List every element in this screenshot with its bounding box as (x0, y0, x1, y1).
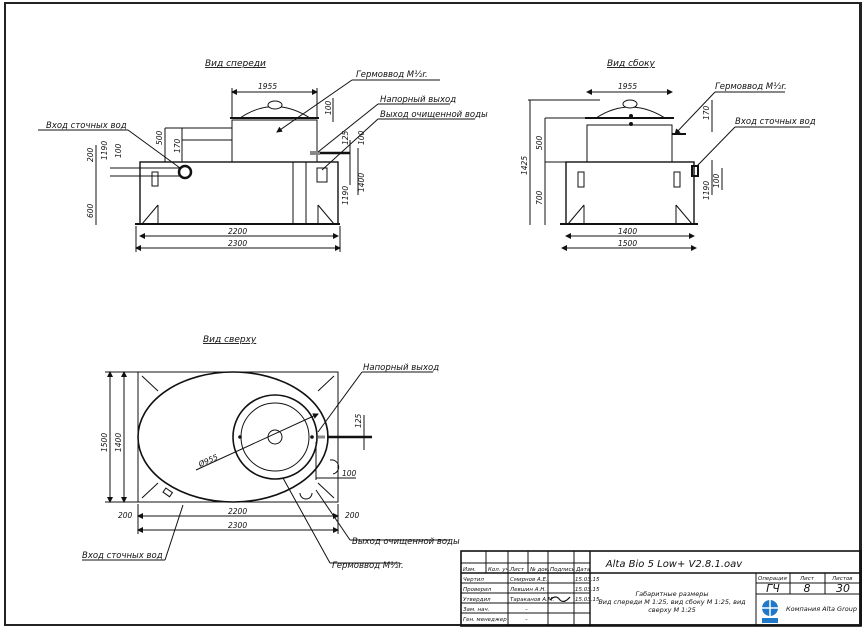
front-cap-knob (267, 100, 283, 110)
front-dim-press-b: 100 (357, 130, 366, 145)
top-dim-press-off: 125 (354, 413, 363, 428)
col-header-izm: Изм. (463, 567, 476, 573)
top-pressure-outlet-label: Напорный выход (363, 363, 439, 373)
row-date: 15.03.15 (575, 587, 600, 593)
sheets-value: 30 (836, 582, 850, 595)
front-body (139, 161, 339, 225)
front-dim-right-b: 1400 (357, 173, 366, 192)
side-dim-neck-width: 1955 (618, 82, 637, 91)
top-dim-clean-off: 100 (342, 469, 357, 478)
company-logo-icon (762, 600, 778, 623)
front-dim-press-a: 125 (341, 130, 350, 145)
front-dim-inlet-b: 100 (114, 143, 123, 158)
stage-value: ГЧ (766, 582, 780, 595)
row-role: Утвердил (463, 597, 491, 603)
doc-title: Alta Bio 5 Low+ V2.8.1.oav (605, 559, 743, 570)
side-view: Вид сбоку (528, 59, 810, 251)
row-role: Зам. нач. (463, 607, 490, 613)
top-neck-hub (267, 429, 283, 445)
front-view-labels: Вход сточных вод Гермоввод М½r. Напорный… (46, 70, 488, 248)
description-line-2: Вид спереди М 1:25, вид сбоку М 1:25, ви… (598, 598, 746, 606)
front-dim-right-a: 1190 (341, 186, 350, 205)
front-dim-inlet-a: 200 (86, 147, 95, 162)
top-clean-outlet-label: Выход очищенной воды (352, 537, 460, 547)
top-inlet-label: Вход сточных вод (82, 551, 163, 561)
side-dim-base-outer: 1500 (618, 239, 637, 248)
front-dim-base-outer: 2300 (228, 239, 247, 248)
top-dim-base-outer: 2300 (228, 521, 247, 530)
front-dim-inlet-c: 1190 (100, 141, 109, 160)
drawing-frame (4, 2, 862, 626)
sheet-label: Лист (799, 576, 815, 582)
side-gland-label: Гермоввод М½r. (715, 82, 787, 92)
row-date: 15.03.15 (575, 577, 600, 583)
row-name: Тараканов А.М. (510, 597, 554, 603)
front-clean-outlet-label: Выход очищенной воды (380, 110, 488, 120)
side-dim-body-h: 700 (535, 190, 544, 205)
col-header-doc: № док. (529, 567, 550, 573)
row-name: Смирнов А.Е. (510, 577, 548, 583)
title-block-text: Alta Bio 5 Low+ V2.8.1.oav Изм. Кол. уч.… (463, 559, 857, 623)
front-neck (231, 119, 318, 163)
front-inlet-pipe (177, 164, 193, 180)
front-dim-bottom: 600 (86, 203, 95, 218)
row-name: – (525, 617, 528, 623)
sheet-value: 8 (804, 582, 811, 595)
sheets-label: Листов (831, 576, 853, 582)
top-dim-base-inner: 2200 (228, 507, 247, 516)
top-view: Вид сверху (82, 335, 450, 564)
top-view-labels: Напорный выход Выход очищенной воды Вход… (82, 363, 460, 571)
top-gland-label: Гермоввод М½r. (332, 561, 404, 571)
side-dim-neck-h: 500 (535, 135, 544, 150)
front-view-title: Вид спереди (205, 59, 266, 69)
top-dim-outer-h: 1500 (100, 433, 109, 452)
front-vent (151, 171, 159, 187)
description-line-1: Габаритные размеры (636, 590, 709, 598)
front-dim-neck-h: 500 (155, 130, 164, 145)
side-dim-base-inner: 1400 (618, 227, 637, 236)
col-header-sign: Подпись (550, 567, 575, 573)
side-view-labels: Гермоввод М½r. Вход сточных вод 1955 140… (520, 82, 816, 248)
stage-label: Операция (758, 576, 787, 582)
front-dim-cap-h: 100 (324, 100, 333, 115)
col-header-date: Дата (575, 567, 591, 573)
side-dim-right-a: 1190 (702, 181, 711, 200)
col-header-list: Лист (509, 567, 525, 573)
description-line-3: сверху М 1:25 (648, 606, 696, 614)
front-view: Вид спереди (38, 59, 475, 252)
row-name: Левшин А.Н. (509, 587, 546, 593)
top-neck-inner (240, 402, 310, 472)
top-neck-outer (232, 394, 318, 480)
signature (549, 596, 571, 603)
col-header-kol: Кол. уч. (488, 567, 511, 573)
front-dim-neck-width: 1955 (258, 82, 277, 91)
row-role: Чертил (463, 577, 484, 583)
side-body (565, 161, 695, 225)
top-dim-inner-h: 1400 (114, 433, 123, 452)
title-block (460, 550, 862, 627)
top-dim-diameter: Ø955 (196, 452, 219, 469)
front-gland-label: Гермоввод М½r. (356, 70, 428, 80)
top-view-title: Вид сверху (203, 335, 257, 345)
top-dim-margin-left: 200 (118, 511, 133, 520)
top-outline (137, 371, 339, 503)
side-dim-cap-h: 170 (702, 105, 711, 120)
side-inlet-label: Вход сточных вод (735, 117, 816, 127)
side-dim-right-b: 100 (712, 173, 721, 188)
side-dim-total-h: 1425 (520, 156, 529, 175)
row-role: Ген. менеджер (463, 617, 507, 623)
side-view-title: Вид сбоку (607, 59, 656, 69)
front-outlet (316, 167, 328, 183)
row-role: Проверил (463, 587, 492, 593)
front-pressure-outlet-label: Напорный выход (380, 95, 456, 105)
side-neck (586, 124, 673, 163)
front-inlet-label: Вход сточных вод (46, 121, 127, 131)
front-dim-base-inner: 2200 (228, 227, 247, 236)
company-name: Компания Alta Group (786, 605, 857, 613)
front-dim-top-h: 170 (173, 138, 182, 153)
row-date: 15.03.15 (575, 597, 600, 603)
row-name: – (525, 607, 528, 613)
top-dim-margin-right: 200 (345, 511, 360, 520)
